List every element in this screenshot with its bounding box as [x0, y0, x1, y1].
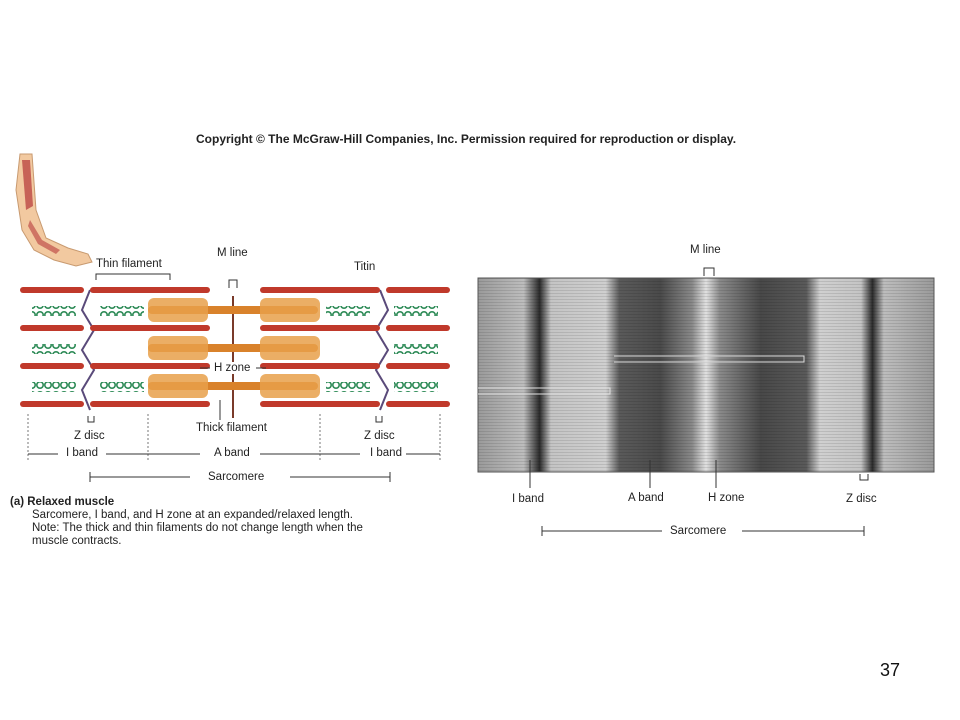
caption-title: (a) Relaxed muscle	[10, 496, 115, 508]
micrograph-leader-lines	[529, 460, 869, 488]
micrograph-pointers	[703, 267, 715, 276]
slide-number: 37	[880, 660, 901, 680]
label-i-band-left: I band	[66, 447, 98, 459]
copyright-notice: Copyright © The McGraw-Hill Companies, I…	[196, 132, 737, 146]
z-disc-left-line	[80, 289, 96, 411]
thin-filaments	[20, 287, 450, 407]
thin-filament-bracket	[95, 273, 171, 280]
micro-label-z-disc: Z disc	[846, 493, 877, 505]
label-z-disc-right: Z disc	[364, 430, 395, 442]
electron-micrograph	[477, 277, 935, 473]
label-i-band-right: I band	[370, 447, 402, 459]
caption-line-2: Note: The thick and thin filaments do no…	[32, 522, 363, 534]
label-titin: Titin	[354, 261, 376, 273]
micro-label-i-band: I band	[512, 493, 544, 505]
micro-label-h-zone: H zone	[708, 492, 745, 504]
micro-label-sarcomere: Sarcomere	[670, 525, 727, 537]
titin-coils	[32, 306, 438, 392]
figure-caption: (a) Relaxed muscle Sarcomere, I band, an…	[10, 496, 363, 548]
label-m-line: M line	[217, 247, 248, 259]
thick-filaments	[148, 298, 320, 398]
sarcomere-diagram	[20, 273, 450, 462]
caption-line-3: muscle contracts.	[32, 535, 122, 547]
micrograph-sarcomere-span	[541, 526, 865, 536]
label-z-disc-left: Z disc	[74, 430, 105, 442]
label-a-band: A band	[214, 447, 250, 459]
caption-line-1: Sarcomere, I band, and H zone at an expa…	[32, 509, 353, 521]
label-thick-filament: Thick filament	[196, 422, 267, 434]
label-thin-filament: Thin filament	[96, 258, 162, 270]
arm-illustration	[15, 153, 93, 267]
label-h-zone: H zone	[214, 362, 251, 374]
sarcomere-span-line	[89, 472, 391, 482]
micro-label-a-band: A band	[628, 492, 664, 504]
z-disc-right-line	[374, 289, 390, 411]
label-sarcomere: Sarcomere	[208, 471, 265, 483]
micro-label-m-line: M line	[690, 244, 721, 256]
m-line-bracket	[228, 279, 238, 288]
